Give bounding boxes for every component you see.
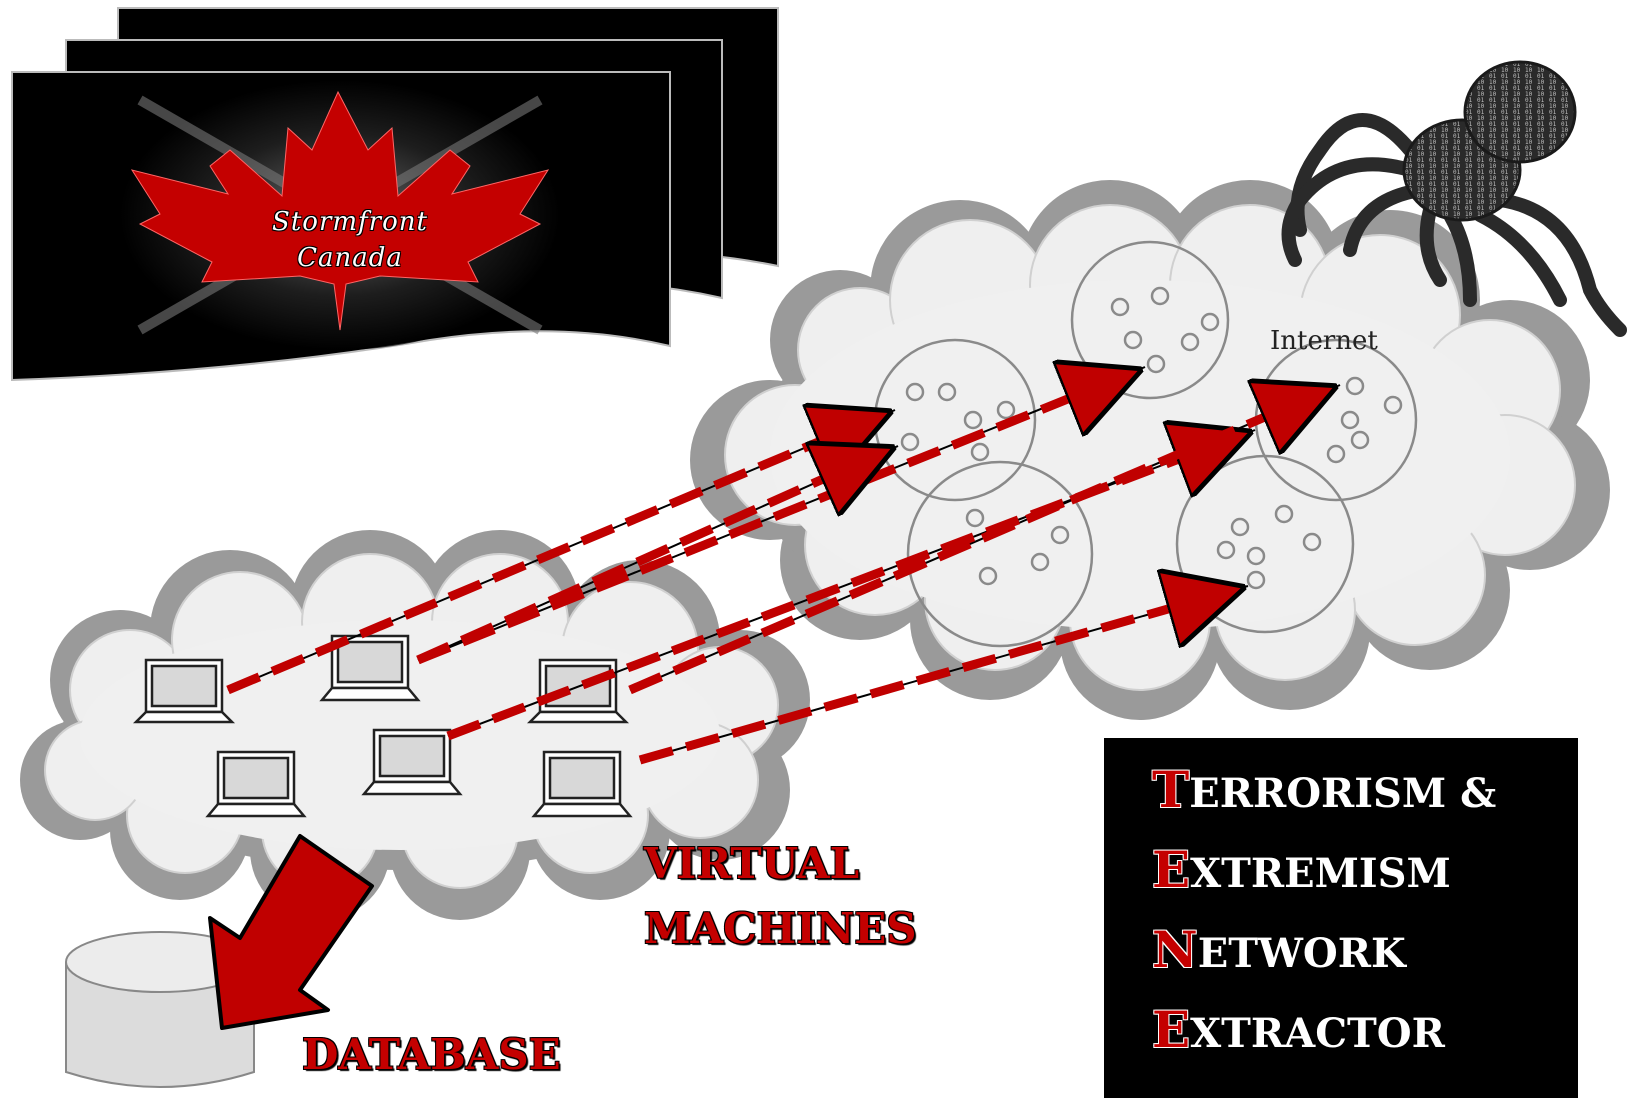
vm-label-line1: VIRTUAL: [644, 839, 860, 888]
forum-banner-title: Stormfront Canada: [210, 204, 490, 276]
title-line-terrorism: TERRORISM &: [1152, 760, 1496, 819]
server-node-5: [1175, 454, 1355, 634]
laptop-icon: [205, 750, 307, 818]
title-rest: XTRACTOR: [1190, 1010, 1445, 1057]
down-arrow-icon: [208, 834, 374, 1030]
forum-banner-line2: Canada: [297, 243, 403, 273]
internet-label: Internet: [1270, 326, 1378, 356]
database-cylinder-icon: [65, 931, 255, 1088]
laptop-icon: [361, 728, 463, 796]
title-initial: N: [1152, 920, 1198, 979]
title-initial: E: [1152, 1000, 1191, 1059]
title-line-extractor: EXTRACTOR: [1152, 1000, 1445, 1059]
virtual-machines-label: VIRTUAL MACHINES: [644, 836, 917, 966]
laptop-icon: [132, 658, 236, 724]
title-line-extremism: EXTREMISM: [1152, 840, 1451, 899]
forum-banner-stack: [11, 7, 779, 382]
title-rest: XTREMISM: [1190, 850, 1451, 897]
server-node-4: [906, 460, 1094, 648]
database-label: DATABASE: [302, 1030, 561, 1079]
server-node-2: [1070, 240, 1230, 400]
vm-label-line2: MACHINES: [644, 904, 917, 953]
maple-leaf-icon: [130, 90, 550, 331]
title-initial: T: [1152, 760, 1190, 819]
title-line-network: NETWORK: [1152, 920, 1406, 979]
title-rest: ETWORK: [1197, 930, 1406, 977]
title-block: TERRORISM & EXTREMISM NETWORK EXTRACTOR: [1104, 738, 1578, 1098]
laptop-icon: [531, 750, 633, 818]
title-rest: ERRORISM &: [1189, 770, 1497, 817]
spider-icon: [1281, 60, 1627, 337]
connection-arrows: [226, 367, 1340, 765]
forum-banner-line1: Stormfront: [272, 207, 428, 237]
title-initial: E: [1152, 840, 1191, 899]
